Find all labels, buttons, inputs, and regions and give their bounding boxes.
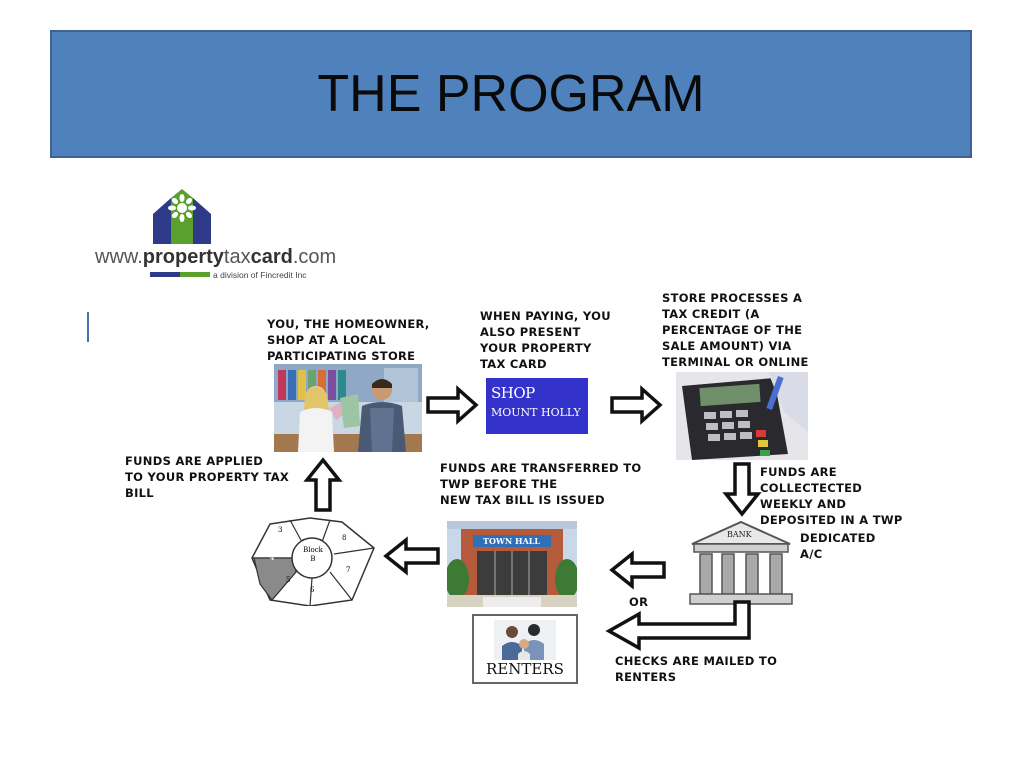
lot-number: 4 — [270, 554, 275, 562]
step-applied-label: FUNDS ARE APPLIED TO YOUR PROPERTY TAX B… — [125, 454, 290, 500]
lot-number: 5 — [286, 576, 291, 584]
family-photo-icon — [494, 620, 556, 660]
renters-label: RENTERS — [486, 660, 564, 678]
property-tax-card: SHOP MOUNT HOLLY — [486, 378, 588, 434]
block-label: Block B — [303, 546, 323, 563]
step-collected-label: FUNDS ARE COLLECTECTED WEEKLY AND DEPOSI… — [760, 465, 903, 527]
arrow-right-1-icon — [426, 385, 479, 425]
or-label: OR — [629, 595, 649, 609]
house-logo-icon — [153, 189, 211, 244]
arrow-up-icon — [303, 457, 343, 512]
bank-icon: BANK — [686, 518, 796, 608]
arrow-down-icon — [722, 462, 762, 517]
arrow-right-2-icon — [610, 385, 663, 425]
step-shop-label: YOU, THE HOMEOWNER, SHOP AT A LOCAL PART… — [267, 317, 430, 363]
tax-block-map: Block B 3 4 8 7 6 5 — [250, 514, 376, 607]
card-line2: MOUNT HOLLY — [491, 406, 581, 419]
lot-number: 8 — [342, 534, 347, 542]
card-line1: SHOP — [491, 384, 535, 402]
logo-underline-green — [180, 272, 210, 277]
title-banner: THE PROGRAM — [50, 30, 972, 158]
lot-number: 7 — [346, 566, 351, 574]
logo-tagline: a division of Fincredit Inc — [213, 270, 307, 280]
step-checks-label: CHECKS ARE MAILED TO RENTERS — [615, 654, 778, 684]
propertytaxcard-logo: www.propertytaxcard.com a division of Fi… — [95, 186, 385, 286]
step-dedicated-label: DEDICATED A/C — [800, 531, 876, 561]
lot-number: 6 — [310, 586, 315, 594]
logo-url: www.propertytaxcard.com — [95, 246, 337, 268]
card-terminal-photo — [676, 372, 808, 460]
text-cursor-mark — [87, 312, 89, 342]
slide-title: THE PROGRAM — [317, 65, 705, 123]
step-process-label: STORE PROCESSES A TAX CREDIT (A PERCENTA… — [662, 291, 809, 369]
arrow-bent-checks-icon — [605, 600, 751, 652]
arrow-left-parcel-icon — [383, 536, 440, 576]
arrow-left-bank-icon — [609, 550, 666, 590]
town-hall-photo: TOWN HALL — [447, 521, 577, 607]
renters-box: RENTERS — [472, 614, 578, 684]
step-transferred-label: FUNDS ARE TRANSFERRED TO TWP BEFORE THE … — [440, 461, 642, 507]
bank-label: BANK — [727, 530, 752, 539]
town-hall-label: TOWN HALL — [483, 536, 541, 546]
lot-number: 3 — [278, 526, 283, 534]
step-present-label: WHEN PAYING, YOU ALSO PRESENT YOUR PROPE… — [480, 309, 611, 371]
shopping-photo — [274, 364, 422, 452]
